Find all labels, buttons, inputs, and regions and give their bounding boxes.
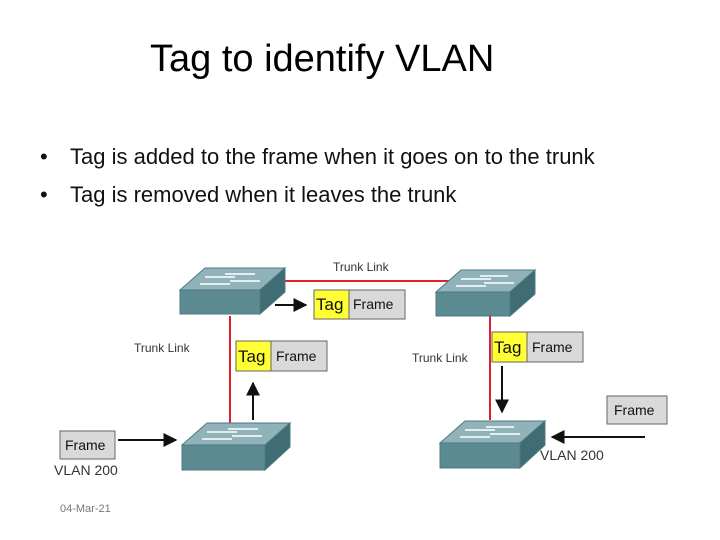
bullet-list: • Tag is added to the frame when it goes … (40, 140, 595, 216)
trunk-link-label: Trunk Link (412, 351, 469, 365)
trunk-lines (229, 280, 491, 432)
untagged-frame: Frame (606, 395, 668, 425)
bullet-text: Tag is removed when it leaves the trunk (70, 182, 457, 207)
tag-label: Tag (316, 295, 343, 314)
tagged-frame: Tag Frame (491, 331, 584, 363)
frame-label: Frame (532, 339, 573, 355)
switch-icon (178, 266, 287, 316)
frame-label: Frame (614, 402, 655, 418)
trunk-link-label: Trunk Link (134, 341, 191, 355)
slide-title: Tag to identify VLAN (150, 38, 495, 80)
tagged-frame: Tag Frame (313, 289, 406, 320)
tag-label: Tag (238, 347, 265, 366)
bullet-item: • Tag is added to the frame when it goes … (40, 140, 595, 178)
trunk-link-label: Trunk Link (333, 260, 390, 274)
frame-label: Frame (353, 296, 394, 312)
bullet-dot-icon: • (40, 144, 48, 169)
vlan-label: VLAN 200 (540, 447, 604, 463)
frame-label: Frame (276, 348, 317, 364)
bullet-item: • Tag is removed when it leaves the trunk (40, 178, 595, 216)
vlan-label: VLAN 200 (54, 462, 118, 478)
switch-icon (434, 268, 537, 318)
tag-label: Tag (494, 338, 521, 357)
switch-icon (180, 421, 292, 472)
footer-date: 04-Mar-21 (60, 503, 111, 515)
tagged-frame: Tag Frame (235, 340, 328, 372)
bullet-dot-icon: • (40, 182, 48, 207)
switch-icon (438, 419, 547, 470)
frame-label: Frame (65, 437, 106, 453)
bullet-text: Tag is added to the frame when it goes o… (70, 144, 595, 169)
untagged-frame: Frame (59, 430, 116, 460)
